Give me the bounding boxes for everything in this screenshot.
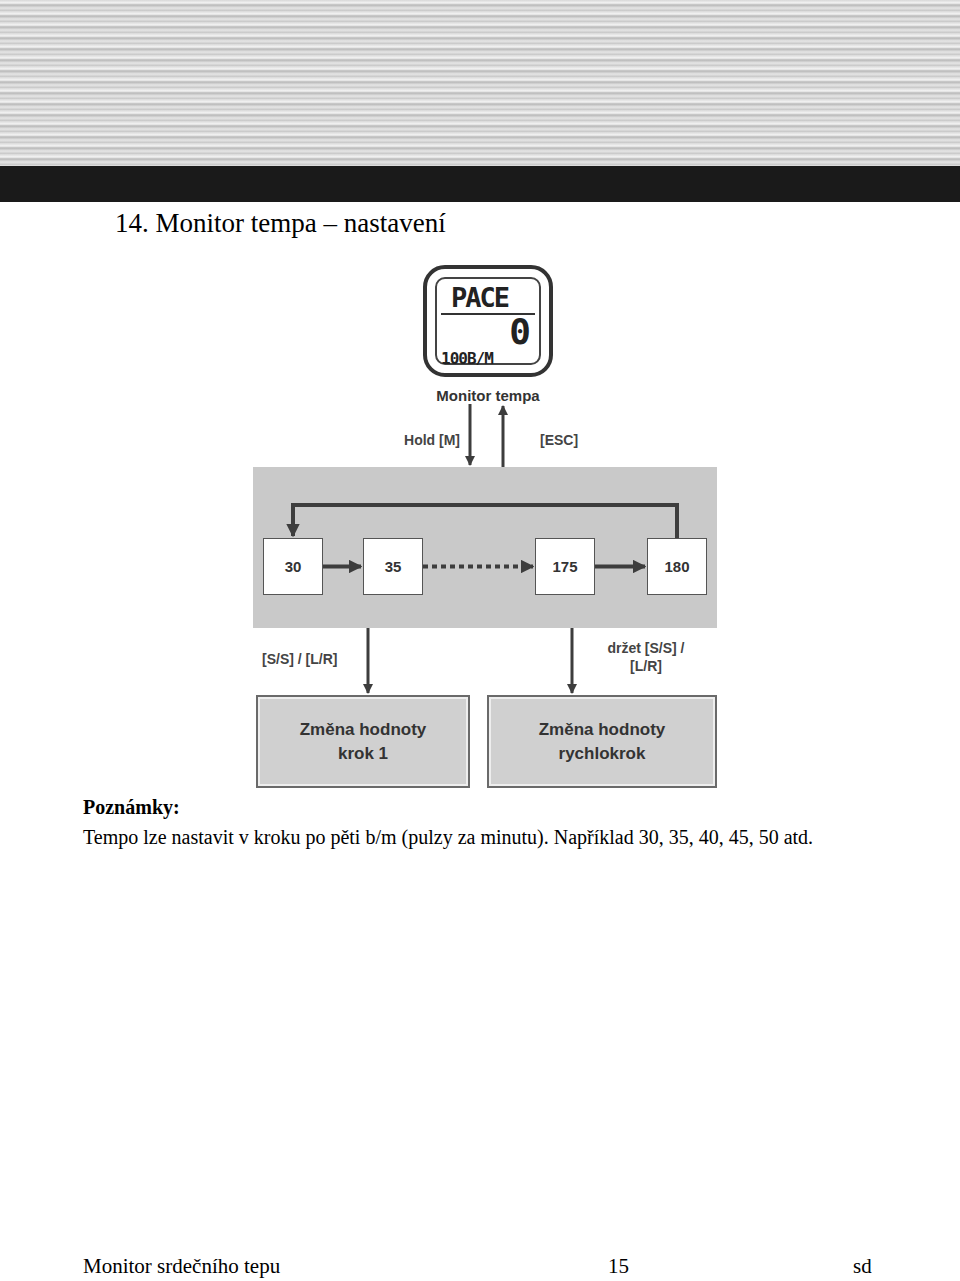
edge-label: [ESC]: [540, 432, 600, 448]
action-box: Změna hodnoty krok 1: [256, 695, 470, 788]
box-text: 175: [552, 558, 577, 575]
edge-label: držet [S/S] / [L/R]: [590, 640, 702, 675]
footer-code: sd: [853, 1254, 872, 1279]
edge-label: [S/S] / [L/R]: [262, 651, 362, 667]
action-box: Změna hodnoty rychlokrok: [487, 695, 717, 788]
display-heading: PACE: [451, 282, 508, 313]
connector-arrow: [469, 404, 472, 465]
connector-arrow: [502, 406, 505, 467]
connector-arrow: [423, 565, 533, 569]
box-text: Změna hodnoty krok 1: [283, 718, 443, 766]
value-panel: 30 35 175 180: [253, 467, 717, 628]
pace-display: PACE0 100B/M Monitor tempa: [408, 265, 568, 404]
page-title: 14. Monitor tempa – nastavení: [115, 208, 446, 239]
box-text: Změna hodnoty rychlokrok: [522, 718, 682, 766]
display-unit: 100B/M: [441, 349, 493, 368]
connector-arrow: [595, 565, 645, 569]
connector-arrow: [293, 505, 677, 538]
value-box: 35: [363, 538, 423, 595]
connector-arrow: [367, 628, 370, 693]
box-text: 35: [385, 558, 402, 575]
display-caption: Monitor tempa: [408, 387, 568, 404]
watch-screen: PACE0 100B/M: [435, 277, 541, 365]
footer-title: Monitor srdečního tepu: [83, 1254, 280, 1279]
metal-banner: [0, 0, 960, 166]
value-box: 30: [263, 538, 323, 595]
edge-label: Hold [M]: [390, 432, 460, 448]
display-value: 0: [509, 311, 531, 352]
notes-text: Tempo lze nastavit v kroku po pěti b/m (…: [83, 824, 893, 850]
box-text: 180: [664, 558, 689, 575]
connector-arrow: [323, 565, 361, 569]
page-number: 15: [608, 1254, 629, 1279]
panel-fill: [253, 467, 717, 628]
notes-heading: Poznámky:: [83, 796, 180, 819]
value-box: 180: [647, 538, 707, 595]
watch-face: PACE0 100B/M: [423, 265, 553, 377]
connector-arrow: [571, 628, 574, 693]
value-box: 175: [535, 538, 595, 595]
box-text: 30: [285, 558, 302, 575]
black-bar: [0, 166, 960, 202]
